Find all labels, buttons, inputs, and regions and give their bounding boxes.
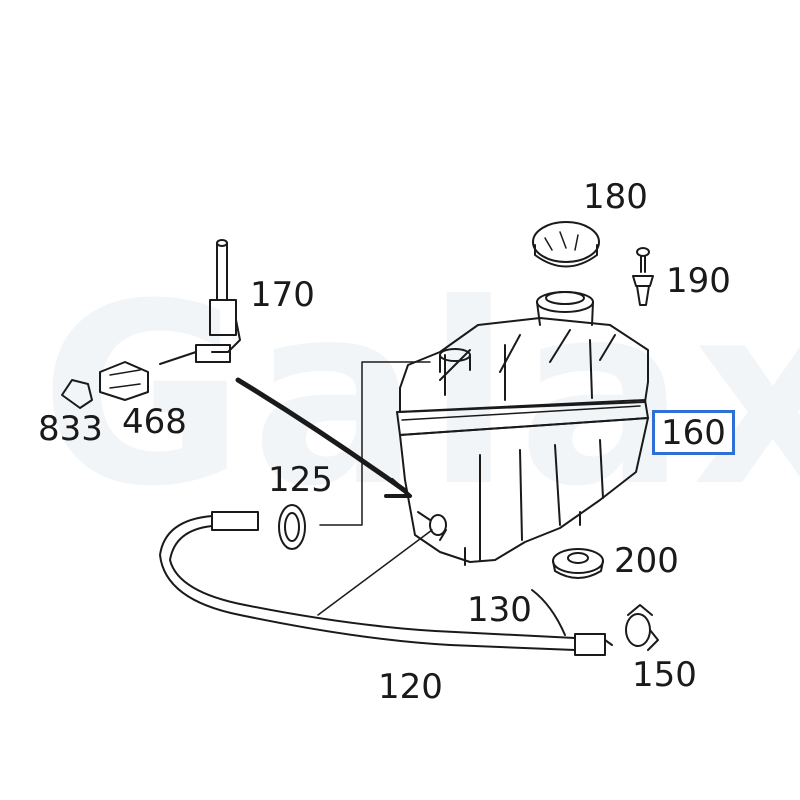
expansion-tank (396, 291, 649, 566)
label-180: 180 (583, 177, 648, 217)
coolant-hose (159, 511, 613, 656)
cap (532, 221, 600, 268)
assembly-arrow (235, 377, 407, 493)
small-hose (531, 589, 566, 636)
label-150: 150 (632, 655, 697, 695)
o-ring (278, 504, 306, 550)
grommet (552, 548, 604, 579)
label-170: 170 (250, 275, 315, 315)
label-160: 160 (652, 410, 735, 455)
watermark: Galaxy (40, 250, 800, 541)
label-200: 200 (614, 541, 679, 581)
bolt (632, 247, 654, 306)
label-125: 125 (268, 460, 333, 500)
label-120: 120 (378, 667, 443, 707)
label-833: 833 (38, 409, 103, 449)
hose-clamp (625, 604, 659, 651)
label-468: 468 (122, 402, 187, 442)
label-190: 190 (666, 261, 731, 301)
bracket-line (319, 361, 431, 526)
level-sensor (61, 239, 241, 409)
label-130: 130 (467, 590, 532, 630)
